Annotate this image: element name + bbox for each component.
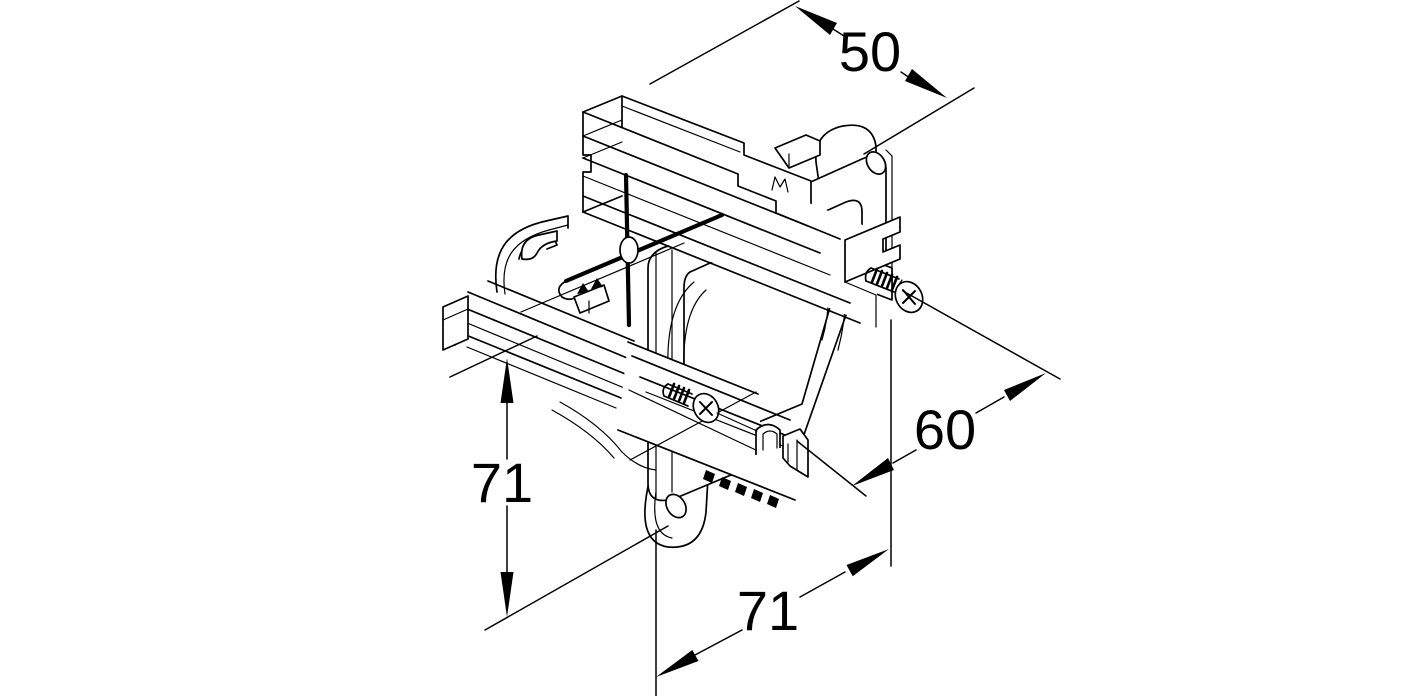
dimension-50: 50 — [649, 0, 975, 155]
duct-end-cap — [442, 295, 469, 351]
rail-tab — [774, 134, 821, 169]
claw-block — [573, 284, 610, 314]
arrowhead — [905, 69, 947, 98]
left-duct-profile — [442, 215, 657, 471]
screw-bottom — [662, 382, 758, 432]
screw-threads — [870, 267, 899, 292]
dim-label-60: 60 — [914, 398, 976, 461]
extension-line — [649, 0, 800, 85]
dimension-71-left: 71 — [449, 335, 669, 631]
extension-line — [796, 440, 867, 497]
extension-line — [863, 87, 975, 155]
screw-threads — [667, 382, 691, 405]
arrowhead — [795, 6, 837, 35]
arrowhead — [500, 358, 514, 403]
dimension-60: 60 — [796, 290, 1061, 567]
pivot-ball — [619, 236, 639, 264]
embossed-marking — [703, 470, 779, 508]
phillips-slot-icon — [699, 401, 713, 416]
dim-label-71-left: 71 — [471, 451, 533, 514]
extension-line — [484, 525, 669, 631]
device-bracket — [442, 95, 924, 549]
arrowhead — [656, 650, 699, 677]
embossed-mark — [771, 176, 789, 193]
rail-end-teeth — [844, 216, 901, 283]
screw-hole-top — [865, 151, 887, 175]
screw-axis-line — [716, 412, 758, 432]
dim-label-50: 50 — [839, 20, 901, 83]
arrowhead — [1004, 373, 1046, 401]
rail-end-face — [782, 428, 809, 478]
arrowhead — [846, 549, 889, 577]
latch-hook — [520, 230, 558, 261]
spring-wire-diagonal — [563, 212, 725, 284]
dim-label-71-bottom: 71 — [737, 579, 799, 642]
screw-hole-bottom — [665, 493, 687, 519]
extension-line — [902, 290, 1061, 380]
arrowhead — [500, 572, 514, 617]
dimension-71-bottom: 71 — [655, 529, 889, 696]
extension-line — [449, 335, 538, 378]
arrowhead — [852, 458, 894, 486]
clamp-spring — [520, 172, 725, 328]
